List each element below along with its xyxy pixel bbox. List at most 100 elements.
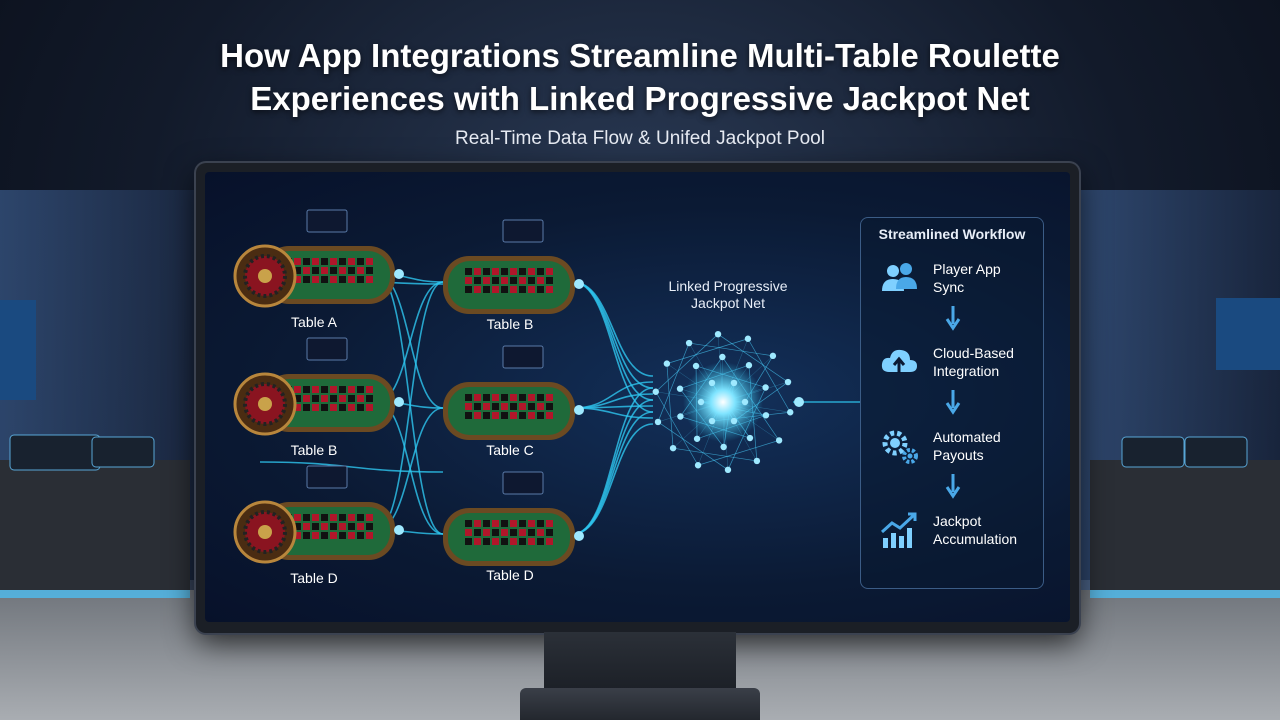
roulette-table-left-3 <box>233 465 404 564</box>
net-node <box>654 418 662 426</box>
table-label-mid-2: Table C <box>486 442 534 458</box>
roulette-table-left-1 <box>233 209 404 308</box>
cloud-upload-icon <box>881 349 917 373</box>
net-edge <box>747 338 791 413</box>
roulette-table-left-2 <box>233 337 404 436</box>
arrow-down-icon <box>945 390 961 415</box>
workflow-step-payouts: Automated Payouts <box>875 426 1040 470</box>
net-node <box>669 444 677 452</box>
link-line <box>572 387 654 535</box>
link-line <box>259 461 444 473</box>
net-node <box>714 330 722 338</box>
net-node <box>724 466 732 474</box>
workflow-step-line1: Cloud-Based <box>933 345 1014 361</box>
net-node <box>652 388 659 395</box>
net-node <box>794 397 804 407</box>
net-node <box>677 413 684 420</box>
link-line <box>572 399 654 535</box>
net-node <box>775 437 783 444</box>
roulette-table-mid-3 <box>443 471 584 566</box>
network-diagram <box>233 209 860 566</box>
net-edge <box>655 391 699 466</box>
roulette-table-mid-1 <box>443 219 584 314</box>
net-node <box>694 462 702 469</box>
net-node <box>720 443 727 451</box>
workflow-step-text: Cloud-Based Integration <box>933 344 1043 380</box>
workflow-step-line2: Sync <box>933 279 965 295</box>
workflow-step-text: Automated Payouts <box>933 428 1043 464</box>
net-node <box>708 417 716 425</box>
net-node <box>746 434 754 442</box>
table-label-left-1: Table A <box>291 314 337 330</box>
table-node <box>574 531 584 541</box>
table-node <box>394 525 404 535</box>
page-title-line1: How App Integrations Streamline Multi-Ta… <box>220 37 1060 74</box>
net-node <box>769 352 777 360</box>
table-display <box>306 337 348 361</box>
page-title-line2: Experiences with Linked Progressive Jack… <box>250 80 1030 117</box>
workflow-step-line1: Player App <box>933 261 1001 277</box>
jackpot-net-label-line1: Linked Progressive <box>668 278 788 294</box>
net-node <box>697 398 705 406</box>
table-node <box>574 279 584 289</box>
gears-icon <box>882 430 918 464</box>
growth-chart-icon <box>880 512 917 548</box>
workflow-step-line1: Automated <box>933 429 1001 445</box>
workflow-title: Streamlined Workflow <box>878 226 1026 242</box>
net-node <box>784 378 792 386</box>
table-display <box>306 209 348 233</box>
net-node <box>693 435 701 442</box>
roulette-table-mid-2 <box>443 345 584 440</box>
page-subtitle: Real-Time Data Flow & Unifed Jackpot Poo… <box>455 128 825 149</box>
monitor-screen: Table A Table B Table D Table B Table C … <box>205 172 1070 622</box>
arrow-down-icon <box>945 306 961 331</box>
net-node <box>719 353 726 361</box>
net-node <box>692 362 700 370</box>
table-display <box>306 465 348 489</box>
workflow-step-line2: Payouts <box>933 447 984 463</box>
table-label-mid-1: Table B <box>486 316 534 332</box>
net-node <box>787 409 794 416</box>
link-line <box>572 423 654 535</box>
table-display <box>502 345 544 369</box>
monitor-stand-neck <box>544 632 736 690</box>
table-node <box>394 397 404 407</box>
jackpot-net-label-line2: Jackpot Net <box>691 295 765 311</box>
monitor-stand-base <box>520 688 760 720</box>
net-edge <box>697 440 780 466</box>
table-display <box>502 219 544 243</box>
workflow-step-text: Jackpot Accumulation <box>933 512 1043 548</box>
workflow-panel: Streamlined Workflow Player App Sync Clo… <box>860 217 1044 589</box>
jackpot-net-label: Linked Progressive Jackpot Net <box>643 278 813 312</box>
net-edge <box>717 333 789 383</box>
arrow-down-icon <box>945 474 961 499</box>
net-edge <box>689 342 773 357</box>
link-line <box>572 407 654 419</box>
net-node <box>741 398 749 406</box>
net-node <box>708 379 716 387</box>
roulette-wheel-hub <box>258 397 272 411</box>
workflow-step-cloud: Cloud-Based Integration <box>875 342 1040 386</box>
link-line <box>572 281 654 377</box>
net-node <box>753 457 761 465</box>
workflow-step-player-sync: Player App Sync <box>875 258 1040 302</box>
net-node <box>685 339 693 347</box>
table-label-mid-3: Table D <box>486 567 534 583</box>
net-node <box>663 360 671 367</box>
workflow-step-line2: Accumulation <box>933 531 1018 547</box>
workflow-step-jackpot: Jackpot Accumulation <box>875 510 1040 554</box>
net-node <box>730 379 738 387</box>
workflow-step-line1: Jackpot <box>933 513 982 529</box>
net-node <box>730 417 738 425</box>
link-line <box>572 411 654 535</box>
workflow-step-text: Player App Sync <box>933 260 1043 296</box>
net-node <box>745 362 753 369</box>
net-edge <box>657 342 690 423</box>
table-node <box>394 269 404 279</box>
net-node <box>744 335 752 342</box>
net-edge <box>655 333 719 393</box>
roulette-wheel-hub <box>258 525 272 539</box>
net-node <box>676 385 684 392</box>
roulette-wheel-hub <box>258 269 272 283</box>
net-edge <box>666 363 674 449</box>
